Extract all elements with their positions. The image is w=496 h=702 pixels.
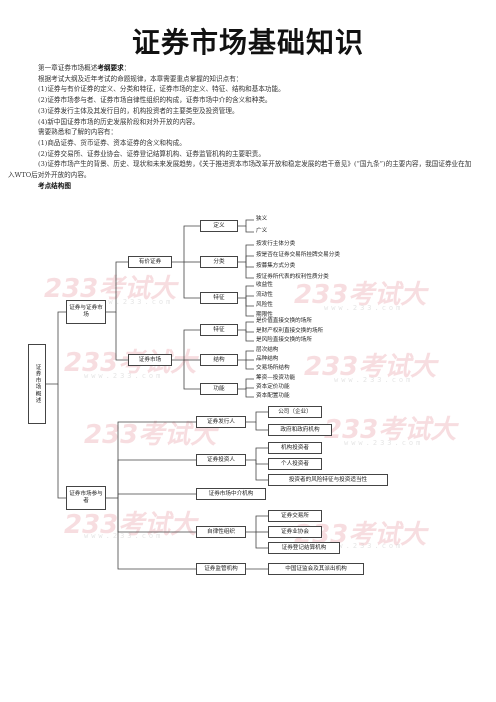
colon: ： bbox=[123, 64, 131, 72]
para-intro: 根据考试大纲及近年考试的命题规律，本章需要重点掌握的知识点有： bbox=[38, 74, 243, 83]
leaf-financing-investment: 筹资—投资功能 bbox=[256, 375, 296, 381]
para-familiar-3: (3)证券市场产生的背景、历史、现状和未来发展趋势，《关于推进资本市场改革开放和… bbox=[8, 160, 472, 180]
watermark: 233考试大 bbox=[294, 280, 427, 310]
leaf-csrc: 中国证监会及其派出机构 bbox=[268, 563, 364, 575]
leaf-profitability: 收益性 bbox=[256, 282, 273, 288]
chapter-name: 第一章证券市场概述 bbox=[38, 64, 98, 72]
node-structure: 结构 bbox=[200, 354, 238, 366]
leaf-stock-exchange: 证券交易所 bbox=[268, 510, 322, 522]
watermark: 233考试大 bbox=[304, 352, 437, 382]
leaf-class-rights: 按证券所代表的权利性质分类 bbox=[256, 274, 329, 280]
watermark: 233考试大 bbox=[44, 274, 177, 304]
leaf-risk-exchange: 是风险直接交换的场所 bbox=[256, 337, 312, 343]
root-node: 证券市场概述 bbox=[28, 344, 46, 424]
watermark-url: www.233.com bbox=[324, 304, 404, 312]
leaf-capital-allocation: 资本配置功能 bbox=[256, 393, 290, 399]
leaf-individual-investor: 个人投资者 bbox=[268, 458, 322, 470]
diagram-heading-text: 考点结构图 bbox=[38, 181, 71, 190]
leaf-risk: 风险性 bbox=[256, 302, 273, 308]
node-market-participants: 证券市场参与者 bbox=[66, 486, 106, 510]
node-features-securities: 特征 bbox=[200, 292, 238, 304]
leaf-clearing-institution: 证券登记结算机构 bbox=[268, 542, 340, 554]
leaf-company: 公司（企业） bbox=[268, 406, 322, 418]
leaf-product-structure: 品种结构 bbox=[256, 356, 279, 362]
leaf-tier-structure: 层次结构 bbox=[256, 347, 279, 353]
leaf-broad: 广义 bbox=[256, 228, 268, 234]
watermark-url: www.233.com bbox=[84, 372, 164, 380]
leaf-securities-association: 证券业协会 bbox=[268, 526, 322, 538]
para-item-1: (1)证券与有价证券的定义、分类和特征，证券市场的定义、特征、结构和基本功能。 bbox=[38, 85, 285, 94]
diagram-heading: 考点结构图 bbox=[28, 181, 472, 192]
node-intermediary: 证券市场中介机构 bbox=[196, 488, 266, 500]
node-investor: 证券投资人 bbox=[196, 454, 246, 466]
exam-requirement-label: 考纲要求 bbox=[97, 64, 124, 72]
leaf-investor-suitability: 投资者的风险特征与投资适当性 bbox=[268, 474, 388, 486]
para-familiar: 需要熟悉和了解的内容有： bbox=[38, 128, 118, 137]
leaf-value-exchange: 是价值直接交换的场所 bbox=[256, 318, 312, 324]
node-regulator: 证券监管机构 bbox=[196, 563, 246, 575]
para-chapter: 第一章证券市场概述考纲要求： bbox=[28, 63, 472, 74]
body-text: 第一章证券市场概述考纲要求： 根据考试大纲及近年考试的命题规律，本章需要重点掌握… bbox=[8, 63, 472, 192]
leaf-term: 期限性 bbox=[256, 312, 273, 318]
node-function: 功能 bbox=[200, 383, 238, 395]
leaf-class-listing: 按是否在证券交易所挂牌交易分类 bbox=[256, 252, 340, 258]
watermark-url: www.233.com bbox=[84, 532, 164, 540]
leaf-property-exchange: 是财产权利直接交换的场所 bbox=[256, 328, 324, 334]
node-features-market: 特征 bbox=[200, 324, 238, 336]
node-securities-market: 证券市场 bbox=[128, 354, 172, 366]
watermark: 233考试大 bbox=[64, 510, 197, 540]
leaf-venue-structure: 交易场所结构 bbox=[256, 365, 290, 371]
node-classification: 分类 bbox=[200, 256, 238, 268]
node-self-regulatory: 自律性组织 bbox=[196, 526, 246, 538]
node-valuable-securities: 有价证券 bbox=[128, 256, 172, 268]
watermark-url: www.233.com bbox=[94, 298, 174, 306]
leaf-liquidity: 流动性 bbox=[256, 292, 273, 298]
para-familiar-2: (2)证券交易所、证券业协会、证券登记结算机构、证券监管机构的主要职责。 bbox=[38, 149, 265, 158]
watermark-url: www.233.com bbox=[334, 376, 414, 384]
watermark: 233考试大 bbox=[84, 420, 217, 450]
concept-diagram: 233考试大 www.233.com 233考试大 www.233.com 23… bbox=[24, 214, 480, 575]
para-item-4: (4)新中国证券市场的历史发展阶段和对外开放的内容。 bbox=[38, 117, 199, 126]
diagram-connectors bbox=[46, 219, 268, 570]
node-securities-and-market: 证券与证券市场 bbox=[66, 300, 106, 324]
leaf-class-raising: 按募集方式分类 bbox=[256, 263, 296, 269]
para-item-2: (2)证券市场参与者、证券市场自律性组织的构成，证券市场中介的含义和种类。 bbox=[38, 96, 272, 105]
leaf-government: 政府和政府机构 bbox=[268, 424, 332, 436]
watermark-url: www.233.com bbox=[324, 542, 404, 550]
watermark: 233考试大 bbox=[324, 415, 457, 445]
leaf-capital-pricing: 资本定价功能 bbox=[256, 384, 290, 390]
watermark-url: www.233.com bbox=[344, 439, 424, 447]
page-title: 证券市场基础知识 bbox=[131, 26, 364, 59]
node-issuer: 证券发行人 bbox=[196, 416, 246, 428]
para-familiar-1: (1)商品证券、货币证券、资本证券的含义和构成。 bbox=[38, 138, 186, 147]
leaf-institutional-investor: 机构投资者 bbox=[268, 442, 322, 454]
leaf-narrow: 狭义 bbox=[256, 216, 268, 222]
leaf-class-issuer: 按发行主体分类 bbox=[256, 241, 296, 247]
para-item-3: (3)证券发行主体及其发行目的，机构投资者的主要类型及投资管理。 bbox=[38, 106, 239, 115]
node-definition: 定义 bbox=[200, 220, 238, 232]
